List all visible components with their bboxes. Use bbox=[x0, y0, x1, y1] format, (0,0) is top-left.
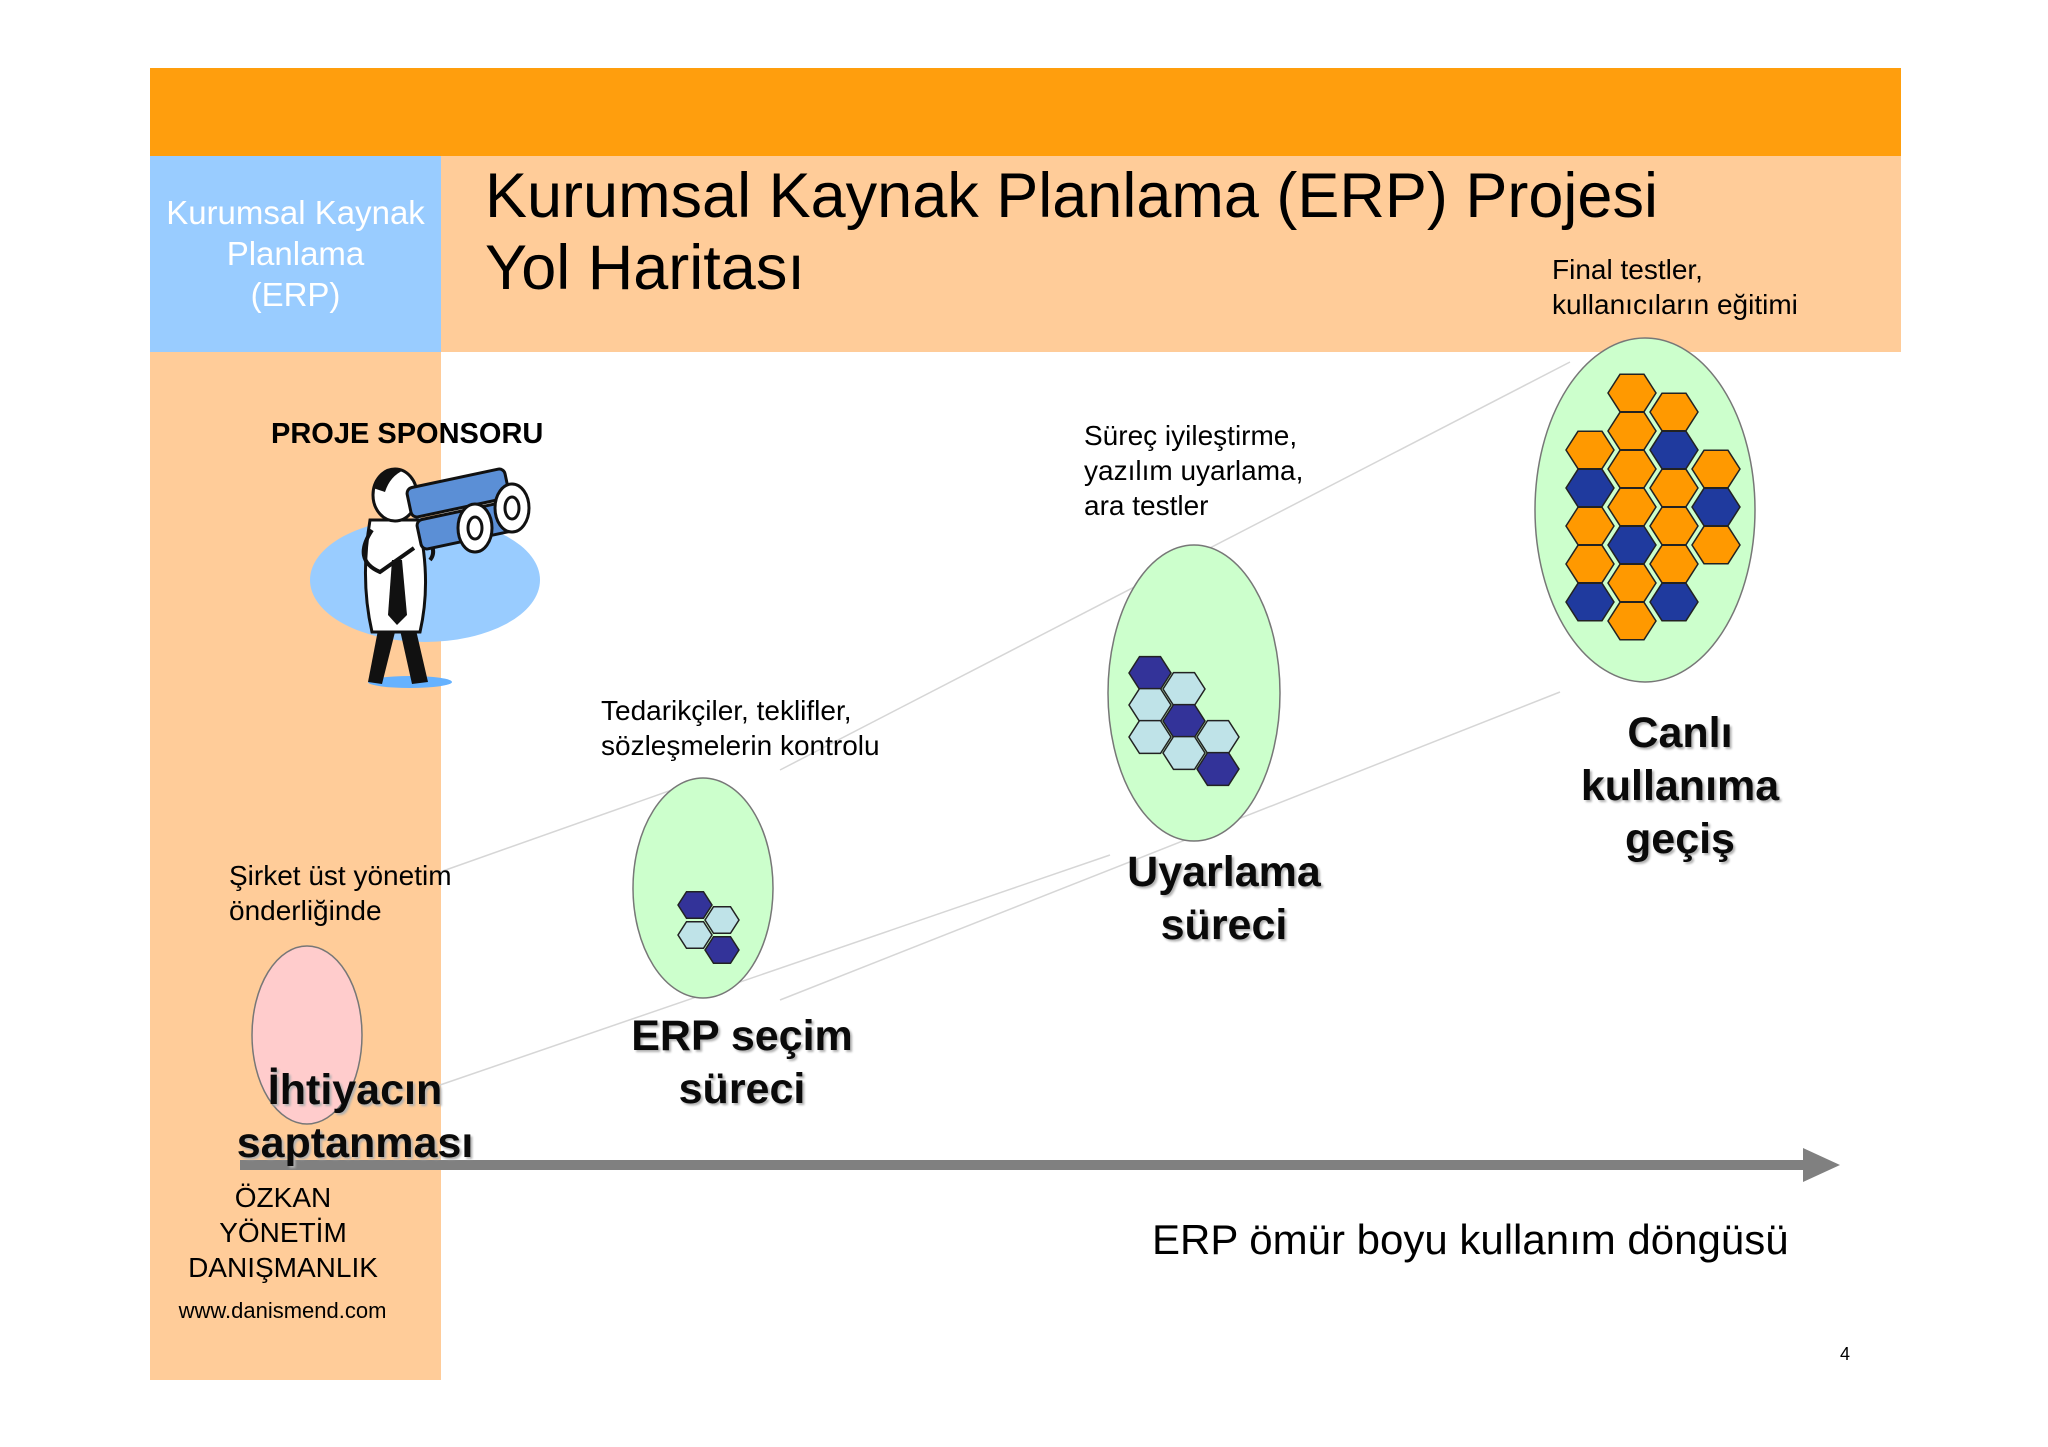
stage-name-line: Uyarlama bbox=[1127, 848, 1321, 896]
note-line: Final testler, bbox=[1552, 254, 1703, 285]
side-title-line: Kurumsal Kaynak bbox=[166, 194, 425, 231]
note-line: önderliğinde bbox=[229, 895, 382, 926]
title-band bbox=[441, 156, 1901, 352]
binoculars-icon bbox=[405, 467, 531, 554]
slide-title: Kurumsal Kaynak Planlama (ERP) Projesi Y… bbox=[485, 160, 1658, 304]
company-line: YÖNETİM bbox=[219, 1217, 347, 1248]
side-title-box bbox=[150, 156, 441, 352]
stage-name-line: süreci bbox=[678, 1065, 806, 1113]
stage-name-line: İhtiyacın bbox=[267, 1066, 443, 1114]
connector-line bbox=[439, 779, 701, 873]
note-line: ara testler bbox=[1084, 490, 1209, 521]
slide-title-line: Kurumsal Kaynak Planlama (ERP) Projesi bbox=[485, 161, 1658, 231]
stage-note-selection: Tedarikçiler, teklifler, sözleşmelerin k… bbox=[601, 693, 880, 763]
stage-name-line: ERP seçim bbox=[631, 1012, 853, 1060]
stage-name-line: Canlı bbox=[1627, 709, 1733, 757]
hexagon-cell bbox=[1649, 582, 1699, 622]
hexagon-cell bbox=[1162, 735, 1206, 771]
note-line: sözleşmelerin kontrolu bbox=[601, 730, 880, 761]
connector-line bbox=[779, 691, 1561, 1001]
connector-line bbox=[439, 854, 1111, 1086]
hexagon-cell bbox=[677, 890, 713, 920]
stage-name-line: kullanıma bbox=[1580, 762, 1780, 810]
slide-title-line: Yol Haritası bbox=[485, 233, 805, 303]
hexagon-cell bbox=[1128, 719, 1172, 755]
page-number: 4 bbox=[1840, 1344, 1851, 1364]
stage-name-golive: Canlı kullanıma geçiş bbox=[1530, 707, 1830, 866]
sponsor-hair bbox=[373, 469, 404, 492]
stage-name-line: saptanması bbox=[236, 1119, 474, 1167]
hexagon-cell bbox=[704, 905, 740, 935]
lifecycle-arrowhead bbox=[1803, 1148, 1840, 1182]
hexagon-cell bbox=[704, 935, 740, 965]
company-name: ÖZKAN YÖNETİM DANIŞMANLIK bbox=[168, 1180, 398, 1285]
company-website: www.danismend.com bbox=[178, 1298, 387, 1323]
note-line: Tedarikçiler, teklifler, bbox=[601, 695, 852, 726]
hexagon-cell bbox=[1196, 751, 1240, 787]
hex-cluster-large bbox=[1565, 373, 1741, 641]
hexagon-cell bbox=[677, 920, 713, 950]
sponsor-leg bbox=[400, 630, 428, 684]
side-title-line: Planlama bbox=[226, 235, 365, 272]
sponsor-shadow bbox=[368, 676, 452, 688]
sponsor-leg bbox=[368, 630, 395, 684]
hex-cluster-small bbox=[677, 890, 740, 965]
stage-name-line: süreci bbox=[1160, 901, 1288, 949]
stage-name-line: geçiş bbox=[1625, 815, 1735, 863]
sponsor-binoculars-illustration bbox=[310, 467, 540, 688]
note-line: yazılım uyarlama, bbox=[1084, 455, 1304, 486]
stage-note-needs: Şirket üst yönetim önderliğinde bbox=[229, 858, 452, 928]
company-line: ÖZKAN bbox=[234, 1182, 332, 1213]
stage-ellipse-needs bbox=[251, 945, 363, 1125]
stage-name-adaptation: Uyarlama süreci bbox=[1074, 846, 1374, 952]
stage-note-golive: Final testler, kullanıcıların eğitimi bbox=[1552, 252, 1798, 322]
hex-cluster-medium bbox=[1128, 655, 1240, 787]
hexagon-cell bbox=[1607, 601, 1657, 641]
note-line: Süreç iyileştirme, bbox=[1084, 420, 1298, 451]
stage-name-selection: ERP seçim süreci bbox=[592, 1010, 892, 1116]
side-title: Kurumsal Kaynak Planlama (ERP) bbox=[150, 192, 441, 315]
note-line: kullanıcıların eğitimi bbox=[1552, 289, 1798, 320]
side-title-line: (ERP) bbox=[250, 276, 341, 313]
header-accent-bar bbox=[150, 68, 1901, 156]
sponsor-arm bbox=[361, 528, 416, 575]
company-line: DANIŞMANLIK bbox=[188, 1252, 378, 1283]
stage-note-adaptation: Süreç iyileştirme, yazılım uyarlama, ara… bbox=[1084, 418, 1303, 523]
stage-ellipse-selection bbox=[632, 777, 774, 999]
lifecycle-label: ERP ömür boyu kullanım döngüsü bbox=[1152, 1216, 1789, 1263]
hexagon-cell bbox=[1691, 525, 1741, 565]
stage-name-needs: İhtiyacın saptanması bbox=[200, 1064, 510, 1170]
note-line: Şirket üst yönetim bbox=[229, 860, 452, 891]
sponsor-label: PROJE SPONSORU bbox=[271, 418, 544, 450]
hexagon-cell bbox=[1565, 582, 1615, 622]
sponsor-tie bbox=[388, 560, 407, 625]
